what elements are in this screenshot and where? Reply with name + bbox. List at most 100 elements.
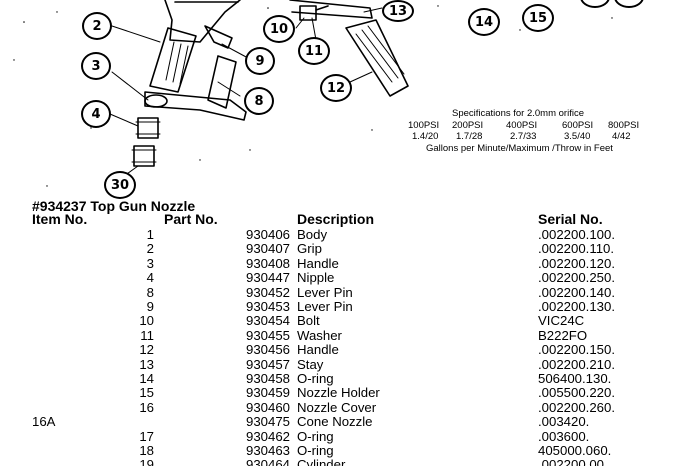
part-description: O-ring: [297, 371, 334, 386]
part-description: O-ring: [297, 443, 334, 458]
serial-number: .002200.210.: [538, 356, 616, 372]
table-row: 19 930464 Cylinder .002200.00: [0, 458, 693, 466]
part-description: Stay: [297, 356, 324, 372]
part-description: Handle: [297, 255, 339, 271]
serial-number: .002200.250.: [538, 270, 616, 286]
gun-body-drawing: [164, 0, 241, 43]
part-number: 930453: [245, 299, 290, 314]
part-description: Handle: [297, 342, 339, 358]
part-description: Lever Pin: [297, 284, 353, 300]
part-number: 930462: [245, 428, 290, 444]
part-description: Grip: [297, 241, 322, 257]
part-description: Cone Nozzle: [297, 414, 373, 430]
part-description: Body: [297, 227, 328, 242]
serial-number: 405000.060.: [538, 443, 612, 458]
handle-12-drawing: [345, 19, 409, 97]
part-description: Washer: [297, 327, 342, 343]
serial-number: .002200.100.: [538, 227, 616, 242]
part-number: 930463: [245, 443, 290, 458]
item-number: 1: [146, 227, 154, 242]
item-number: 19: [139, 457, 154, 466]
serial-number: .003600.: [538, 428, 590, 444]
spec-pressure-5: 800PSI: [608, 120, 640, 131]
callout-2: 2: [82, 12, 112, 40]
item-number: 8: [146, 284, 154, 300]
serial-number: B222FO: [538, 327, 588, 343]
part-number: 930452: [245, 284, 290, 300]
nipple-drawing: [137, 117, 159, 139]
callout-9: 9: [245, 47, 275, 75]
serial-number: .002200.150.: [538, 342, 616, 358]
part-description: Cylinder: [297, 457, 346, 466]
part-number: 930407: [245, 241, 290, 257]
item-number: 16: [139, 399, 154, 415]
item-number: 17: [139, 428, 154, 444]
part-description: Nozzle Holder: [297, 385, 380, 401]
row-extra-label: 16A: [32, 414, 56, 430]
part-number: 930460: [245, 399, 290, 415]
part-number: 930458: [245, 371, 290, 386]
serial-number: .002200.00: [538, 457, 605, 466]
serial-number: 506400.130.: [538, 371, 612, 386]
specs-title: Specifications for 2.0mm orifice: [452, 108, 584, 119]
spec-value-3: 2.7/33: [510, 131, 537, 142]
part-number: 930408: [245, 255, 290, 271]
grip-drawing: [149, 27, 197, 93]
header-item-no: Item No.: [32, 211, 88, 227]
callout-14: 14: [468, 8, 500, 36]
callout-15: 15: [522, 4, 554, 32]
spec-pressure-3: 400PSI: [506, 120, 538, 131]
serial-number: .002200.110.: [538, 241, 615, 257]
item-number: 11: [140, 327, 154, 343]
lever-drawing: [204, 25, 233, 49]
part-description: Nipple: [297, 270, 335, 286]
spec-value-1: 1.4/20: [412, 131, 439, 142]
header-serial-no: Serial No.: [538, 211, 603, 227]
diagram-drawing: [13, 0, 613, 187]
part-description: Nozzle Cover: [297, 399, 377, 415]
table-row: 11 930455 Washer B222FO: [0, 327, 693, 343]
spec-pressure-4: 600PSI: [562, 120, 594, 131]
header-part-no: Part No.: [164, 211, 218, 227]
spec-value-5: 4/42: [612, 131, 631, 142]
item-number: 10: [139, 313, 154, 329]
part-description: O-ring: [297, 428, 334, 444]
serial-number: .002200.140.: [538, 284, 616, 300]
item-number: 12: [139, 342, 154, 358]
specs-note: Gallons per Minute/Maximum /Throw in Fee…: [426, 143, 613, 154]
exploded-diagram: 2 3 4 8 9 10 11 12 13 14 15 30: [0, 0, 693, 200]
item-number: 15: [139, 385, 154, 401]
serial-number: .002200.260.: [538, 399, 616, 415]
header-description: Description: [297, 211, 375, 227]
part-number: 930455: [245, 327, 290, 343]
bolt-drawing: [299, 5, 317, 21]
callout-3: 3: [81, 52, 111, 80]
callout-30: 30: [104, 171, 136, 199]
spec-value-4: 3.5/40: [564, 131, 591, 142]
serial-number: .003420.: [538, 414, 590, 430]
table-row: 16 930460 Nozzle Cover .002200.260.: [0, 399, 693, 415]
callout-8: 8: [244, 87, 274, 115]
part-number: 930454: [245, 313, 290, 329]
item-number: 13: [139, 356, 154, 372]
item-number: 9: [146, 299, 154, 314]
table-row: 9 930453 Lever Pin .002200.130.: [0, 300, 693, 314]
callout-10: 10: [263, 15, 295, 43]
nipple-lower-drawing: [133, 145, 155, 167]
item-number: 3: [146, 255, 154, 271]
part-number: 930464: [245, 457, 290, 466]
serial-number: .002200.130.: [538, 299, 616, 314]
part-description: Lever Pin: [297, 299, 353, 314]
table-row: 8 930452 Lever Pin .002200.140.: [0, 284, 693, 300]
callout-13: 13: [382, 0, 414, 22]
